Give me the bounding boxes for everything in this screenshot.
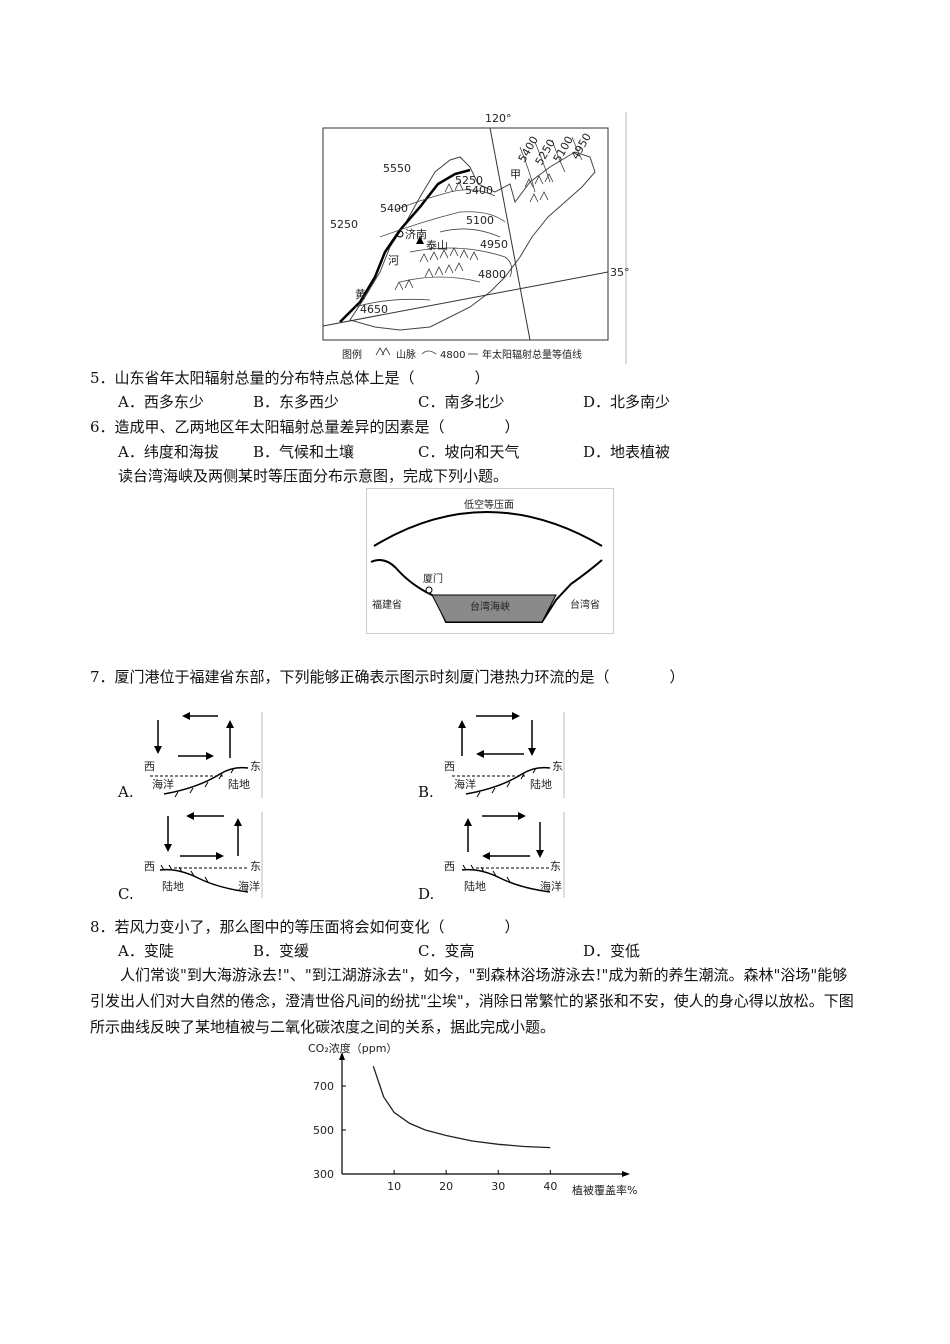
q8-stem: 8．若风力变小了，那么图中的等压面将会如何变化（ ）: [90, 918, 520, 936]
mountain-legend-icon: [375, 347, 391, 356]
iso-label: 5250: [455, 174, 483, 187]
land-label: 陆地: [228, 777, 250, 791]
jinan-label: 济南: [405, 227, 427, 241]
iso-label: 5400: [465, 184, 493, 197]
q8-option-b[interactable]: B．变缓: [253, 942, 310, 960]
shandong-map-figure: 120° 35° 5550 5400 5250 5250 5400 5100 4…: [320, 112, 630, 364]
iso-label: 5250: [330, 218, 358, 231]
x-tick-label: 20: [439, 1180, 453, 1193]
strait-label: 台湾海峡: [470, 600, 510, 613]
isoline-legend-icon: [421, 350, 437, 355]
q5-option-d[interactable]: D．北多南少: [583, 393, 671, 411]
isobar-label: 低空等压面: [464, 498, 514, 511]
land-label: 陆地: [162, 879, 184, 893]
q6-option-b[interactable]: B．气候和土壤: [253, 443, 355, 461]
parallel-line: [322, 271, 609, 327]
jinan-marker: [396, 230, 404, 238]
co2-chart: CO₂浓度（ppm） 植被覆盖率% 300 500 700 10 20 30 40: [300, 1038, 650, 1208]
isobar-curve: [373, 511, 603, 547]
q7-option-c-diagram[interactable]: 西 东 陆地 海洋: [138, 808, 264, 900]
x-tick-label: 40: [543, 1180, 557, 1193]
west-label: 西: [444, 860, 455, 873]
q8-option-c[interactable]: C．变高: [418, 942, 475, 960]
x-axis-arrow: [622, 1171, 630, 1177]
west-label: 西: [144, 860, 155, 873]
q7-option-c-letter[interactable]: C.: [118, 885, 134, 903]
q7-option-b-diagram[interactable]: 西 东 海洋 陆地: [440, 708, 566, 800]
river-label: 黄: [355, 287, 366, 301]
iso-label: 4650: [360, 303, 388, 316]
co2-chart-svg: CO₂浓度（ppm） 植被覆盖率% 300 500 700 10 20 30 40: [308, 1041, 637, 1197]
y-tick-label: 700: [313, 1080, 334, 1093]
fujian-label: 福建省: [372, 598, 402, 611]
x-axis-label: 植被覆盖率%: [572, 1183, 637, 1197]
ocean-label: 海洋: [238, 879, 260, 893]
jia-label: 甲: [510, 168, 521, 181]
co2-series-line: [372, 1065, 551, 1149]
east-label: 东: [552, 760, 563, 773]
land-label: 陆地: [464, 879, 486, 893]
east-label: 东: [550, 860, 561, 873]
x-tick-label: 30: [491, 1180, 505, 1193]
q6-option-d[interactable]: D．地表植被: [583, 443, 671, 461]
y-tick-label: 300: [313, 1168, 334, 1181]
iso-label: 4950: [480, 238, 508, 251]
q7-option-a-diagram[interactable]: 西 东 海洋 陆地: [138, 708, 264, 800]
ocean-label: 海洋: [152, 777, 174, 791]
q5-option-c[interactable]: C．南多北少: [418, 393, 505, 411]
y-axis-arrow: [339, 1052, 345, 1060]
strait-diagram: 低空等压面 厦门 福建省 台湾海峡 台湾省: [366, 488, 614, 634]
legend-mountain: 山脉: [396, 348, 416, 361]
y-tick-label: 500: [313, 1124, 334, 1137]
lat-label: 35°: [610, 266, 630, 279]
q5-option-a[interactable]: A．西多东少: [118, 393, 204, 411]
iso-label: 5400: [380, 202, 408, 215]
q5-stem: 5．山东省年太阳辐射总量的分布特点总体上是（ ）: [90, 369, 490, 387]
east-label: 东: [250, 760, 261, 773]
intro-strait: 读台湾海峡及两侧某时等压面分布示意图，完成下列小题。: [118, 467, 509, 485]
east-label: 东: [250, 860, 261, 873]
q6-option-a[interactable]: A．纬度和海拔: [118, 443, 219, 461]
q8-option-d[interactable]: D．变低: [583, 942, 641, 960]
lon-label: 120°: [485, 112, 512, 125]
q7-stem: 7．厦门港位于福建省东部，下列能够正确表示图示时刻厦门港热力环流的是（ ）: [90, 668, 685, 686]
iso-label: 5100: [466, 214, 494, 227]
q6-stem: 6．造成甲、乙两地区年太阳辐射总量差异的因素是（ ）: [90, 418, 520, 436]
q8-option-a[interactable]: A．变陡: [118, 942, 174, 960]
q7-option-b-letter[interactable]: B.: [418, 783, 434, 801]
land-label: 陆地: [530, 777, 552, 791]
legend-isoline: 年太阳辐射总量等值线: [482, 348, 582, 361]
taiwan-label: 台湾省: [570, 598, 600, 611]
west-label: 西: [444, 760, 455, 773]
ocean-label: 海洋: [540, 879, 562, 893]
strait-water: [431, 594, 557, 623]
legend-value: 4800: [440, 350, 465, 361]
intro-forest: 人们常谈"到大海游泳去!"、"到江湖游泳去"，如今，"到森林浴场游泳去!"成为新…: [90, 966, 854, 1036]
west-label: 西: [144, 760, 155, 773]
q7-option-d-letter[interactable]: D.: [418, 885, 435, 903]
meridian-line: [489, 127, 531, 341]
iso-label: 5550: [383, 162, 411, 175]
river-label: 河: [388, 254, 399, 267]
xiamen-marker: [425, 586, 433, 594]
x-tick-label: 10: [387, 1180, 401, 1193]
strait-figure: 低空等压面 厦门 福建省 台湾海峡 台湾省: [366, 488, 614, 634]
legend-title: 图例: [342, 348, 362, 361]
q7-option-d-diagram[interactable]: 西 东 陆地 海洋: [440, 808, 566, 900]
q6-option-c[interactable]: C．坡向和天气: [418, 443, 520, 461]
taishan-marker: [416, 236, 424, 244]
y-axis-label: CO₂浓度（ppm）: [308, 1041, 397, 1055]
q5-option-b[interactable]: B．东多西少: [253, 393, 340, 411]
iso-label: 4800: [478, 268, 506, 281]
ocean-label: 海洋: [454, 777, 476, 791]
taishan-label: 泰山: [426, 238, 448, 252]
shandong-map: 120° 35° 5550 5400 5250 5250 5400 5100 4…: [322, 112, 630, 364]
q7-option-a-letter[interactable]: A.: [118, 783, 134, 801]
xiamen-label: 厦门: [423, 572, 443, 585]
